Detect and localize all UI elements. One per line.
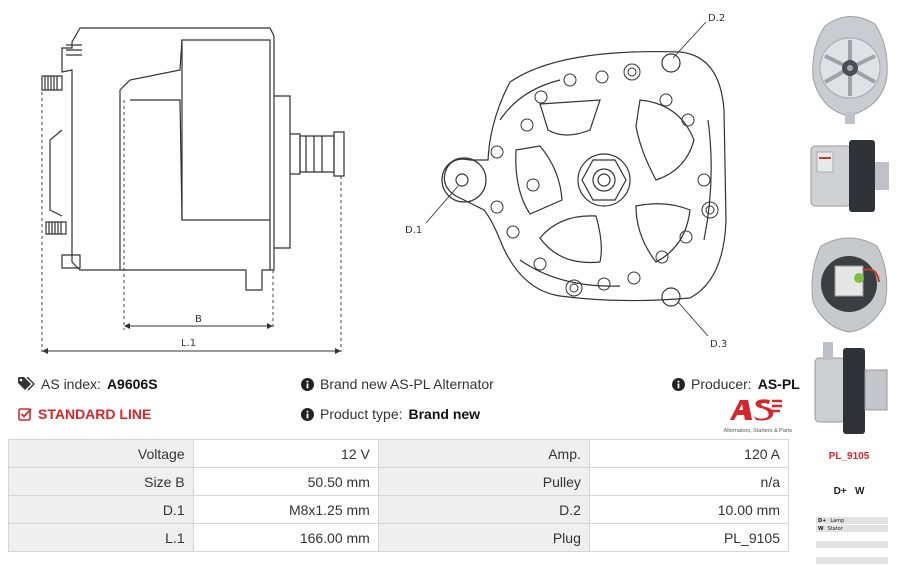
- brand-text: Brand new AS-PL Alternator: [320, 376, 494, 392]
- technical-drawing: B L.1 D.1 D.2 D.3: [41, 13, 727, 354]
- alternator-front-photo: [812, 16, 888, 124]
- legend-row-empty: [816, 533, 888, 541]
- as-logo-mark: [730, 399, 782, 421]
- producer: Producer: AS-PL: [672, 376, 800, 392]
- spec-value: 120 A: [588, 439, 790, 468]
- plug-terminals: D+ W: [833, 486, 865, 497]
- spec-label: D.2: [377, 495, 590, 524]
- spec-label: Plug: [377, 523, 590, 552]
- check-square-icon: [18, 408, 32, 421]
- info-circle-icon: [672, 377, 685, 391]
- thumbnail-angle[interactable]: [805, 340, 893, 440]
- spec-value: n/a: [588, 467, 790, 496]
- spec-label: D.1: [8, 495, 194, 524]
- product-type-label: Product type:: [320, 406, 403, 422]
- as-pl-logo: Alternators, Starters & Parts: [712, 398, 792, 434]
- producer-value: AS-PL: [757, 376, 800, 392]
- dim-d2-label: D.2: [708, 13, 725, 24]
- legend-row: D+Lamp: [816, 517, 888, 525]
- info-circle-icon: [301, 407, 314, 421]
- spec-label: Voltage: [8, 439, 194, 468]
- legend-row-empty: [816, 549, 888, 557]
- brand-info: Brand new AS-PL Alternator: [301, 376, 494, 392]
- dim-b-label: B: [195, 314, 202, 325]
- spec-label: L.1: [8, 523, 194, 552]
- as-index-value: A9606S: [106, 376, 158, 392]
- info-circle-icon: [301, 377, 314, 391]
- spec-value: 12 V: [192, 439, 379, 468]
- spec-value: M8x1.25 mm: [192, 495, 379, 524]
- tags-icon: [18, 377, 35, 391]
- front-view: [425, 21, 727, 337]
- spec-value: 166.00 mm: [192, 523, 379, 552]
- spec-value: 50.50 mm: [192, 467, 379, 496]
- alternator-side-photo: [810, 140, 889, 212]
- standard-line-label: STANDARD LINE: [38, 406, 152, 422]
- product-type: Product type: Brand new: [301, 406, 480, 422]
- spec-label: Size B: [8, 467, 194, 496]
- product-type-value: Brand new: [408, 406, 481, 422]
- as-index: AS index: A9606S: [18, 376, 158, 392]
- as-index-label: AS index:: [41, 376, 101, 392]
- alternator-rear-photo: [811, 237, 888, 333]
- thumbnail-front[interactable]: [805, 6, 893, 126]
- thumbnail-side[interactable]: [805, 136, 893, 216]
- spec-label: Amp.: [377, 439, 590, 468]
- plug-name: PL_9105: [828, 451, 870, 462]
- alternator-angle-photo: [814, 342, 888, 434]
- spec-label: Pulley: [377, 467, 590, 496]
- thumbnail-rear[interactable]: [805, 226, 893, 336]
- spec-value: PL_9105: [588, 523, 790, 552]
- legend-row-empty: [816, 541, 888, 549]
- dim-l1-label: L.1: [181, 338, 196, 349]
- dim-d3-label: D.3: [710, 339, 727, 350]
- dim-d1-label: D.1: [405, 225, 422, 236]
- side-view: [41, 27, 345, 354]
- producer-label: Producer:: [691, 376, 752, 392]
- logo-tagline: Alternators, Starters & Parts: [723, 428, 792, 434]
- product-line: STANDARD LINE: [18, 406, 151, 422]
- spec-value: 10.00 mm: [588, 495, 790, 524]
